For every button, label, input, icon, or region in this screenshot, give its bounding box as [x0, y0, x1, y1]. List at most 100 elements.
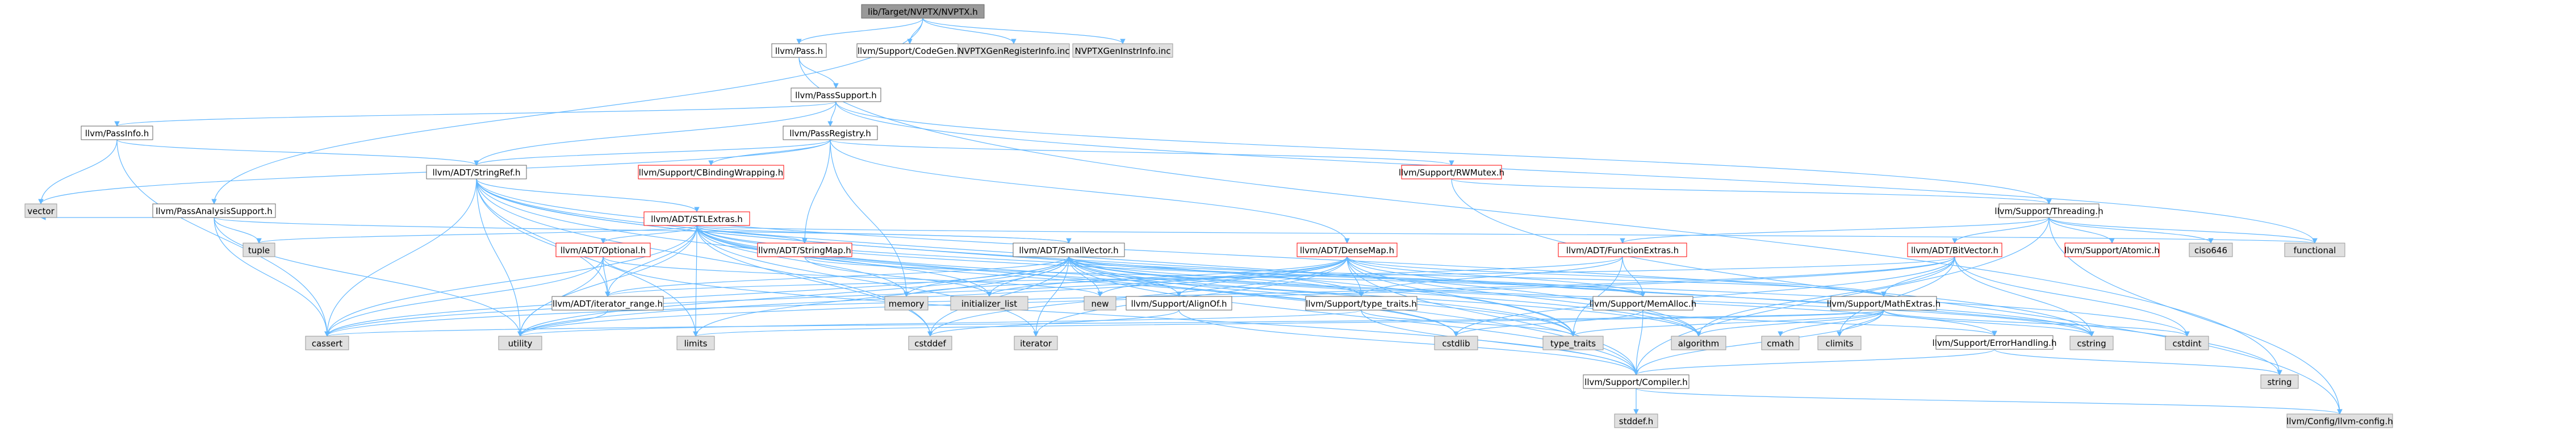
node-llvm-adt-smallvector-h[interactable]: llvm/ADT/SmallVector.h	[1013, 243, 1125, 257]
node-label: llvm/ADT/DenseMap.h	[1300, 245, 1394, 256]
edge-stlextras-to-typetraits_h	[696, 225, 1364, 297]
node-llvm-support-cbindingwrapping-h[interactable]: llvm/Support/CBindingWrapping.h	[638, 165, 784, 179]
edge-smallvector-to-mathextras	[1068, 256, 1887, 297]
edge-mathextras-to-type_traits	[1570, 310, 1884, 337]
edge-stringref-to-cassert	[324, 178, 477, 337]
node-iterator[interactable]: iterator	[1014, 336, 1058, 350]
edge-stlextras-to-initlist	[696, 225, 992, 297]
node-label: stddef.h	[1619, 416, 1653, 427]
node-label: llvm/Support/MathExtras.h	[1827, 299, 1941, 309]
node-box	[1998, 203, 2100, 218]
node-cassert[interactable]: cassert	[305, 336, 349, 350]
node-box	[1297, 243, 1398, 257]
edge-densemap-to-type_traits	[1346, 256, 1576, 337]
node-label: cstddef	[914, 338, 946, 349]
edge-stlextras-to-functional	[696, 225, 2317, 244]
node-label: new	[1091, 299, 1109, 309]
node-tuple[interactable]: tuple	[242, 243, 275, 257]
edge-passsupport-to-threading	[835, 101, 2052, 204]
node-label: llvm/ADT/BitVector.h	[1911, 245, 1998, 256]
node-label: llvm/Support/type_traits.h	[1306, 299, 1417, 310]
node-llvm-pass-h[interactable]: llvm/Pass.h	[771, 43, 827, 58]
node-label: llvm/ADT/SmallVector.h	[1019, 245, 1118, 256]
node-ciso646[interactable]: ciso646	[2189, 243, 2233, 257]
node-llvm-adt-stringmap-h[interactable]: llvm/ADT/StringMap.h	[757, 243, 852, 257]
node-label: initializer_list	[961, 299, 1017, 310]
node-box	[1817, 336, 1862, 350]
edge-passregistry-to-rwmutex	[830, 139, 1454, 166]
node-new[interactable]: new	[1084, 296, 1116, 311]
node-llvm-adt-stringref-h[interactable]: llvm/ADT/StringRef.h	[426, 165, 527, 179]
edge-typetraits_h-to-type_traits	[1361, 310, 1576, 337]
edge-smallvector-to-utility	[517, 256, 1069, 337]
node-llvm-adt-stlextras-h[interactable]: llvm/ADT/STLExtras.h	[643, 211, 750, 226]
node-cstdint[interactable]: cstdint	[2165, 336, 2209, 350]
edge-pass-to-string	[798, 57, 2282, 375]
edge-passinfo-to-cassert	[116, 139, 330, 337]
node-initializer-list[interactable]: initializer_list	[950, 296, 1028, 311]
node-limits[interactable]: limits	[676, 336, 715, 350]
node-llvm-passinfo-h[interactable]: llvm/PassInfo.h	[81, 126, 153, 140]
node-llvm-passregistry-h[interactable]: llvm/PassRegistry.h	[783, 126, 878, 140]
node-cstddef[interactable]: cstddef	[908, 336, 952, 350]
node-llvm-support-errorhandling-h[interactable]: llvm/Support/ErrorHandling.h	[1933, 335, 2057, 350]
node-vector[interactable]: vector	[24, 203, 57, 218]
node-cmath[interactable]: cmath	[1761, 336, 1800, 350]
node-llvm-support-type-traits-h[interactable]: llvm/Support/type_traits.h	[1305, 296, 1417, 311]
edge-memalloc-to-cstdlib	[1453, 310, 1644, 337]
node-type-traits[interactable]: type_traits	[1542, 336, 1604, 350]
node-label: llvm/Config/llvm-config.h	[2286, 416, 2393, 427]
node-llvm-adt-optional-h[interactable]: llvm/ADT/Optional.h	[555, 243, 651, 257]
edge-passanalysis-to-utility	[214, 217, 523, 337]
node-llvm-adt-bitvector-h[interactable]: llvm/ADT/BitVector.h	[1907, 243, 2002, 257]
node-box	[908, 336, 952, 350]
edge-stlextras-to-cassert	[324, 225, 697, 337]
edge-threading-to-funcextras	[1620, 217, 2050, 244]
node-llvm-support-alignof-h[interactable]: llvm/Support/AlignOf.h	[1126, 296, 1232, 311]
edge-stlextras-to-algorithm	[696, 225, 1701, 337]
node-llvm-config-llvm-config-h[interactable]: llvm/Config/llvm-config.h	[2286, 413, 2393, 428]
edge-densemap-to-utility	[517, 256, 1348, 337]
node-llvm-support-mathextras-h[interactable]: llvm/Support/MathExtras.h	[1827, 296, 1941, 311]
node-llvm-support-memalloc-h[interactable]: llvm/Support/MemAlloc.h	[1590, 296, 1696, 311]
edge-root-to-nvinstr	[922, 18, 1126, 44]
node-llvm-support-rwmutex-h[interactable]: llvm/Support/RWMutex.h	[1399, 165, 1504, 179]
edge-passanalysis-to-cassert	[214, 217, 330, 337]
node-stddef-h[interactable]: stddef.h	[1614, 413, 1658, 428]
node-llvm-adt-functionextras-h[interactable]: llvm/ADT/FunctionExtras.h	[1558, 243, 1687, 257]
node-llvm-adt-densemap-h[interactable]: llvm/ADT/DenseMap.h	[1297, 243, 1398, 257]
node-box	[2189, 243, 2233, 257]
node-llvm-support-atomic-h[interactable]: llvm/Support/Atomic.h	[2064, 243, 2160, 257]
node-box	[771, 43, 827, 58]
node-llvm-passanalysissupport-h[interactable]: llvm/PassAnalysisSupport.h	[152, 203, 276, 218]
node-label: type_traits	[1550, 338, 1596, 349]
node-lib-target-nvptx-nvptx-h[interactable]: lib/Target/NVPTX/NVPTX.h	[861, 4, 985, 19]
node-llvm-adt-iterator-range-h[interactable]: llvm/ADT/iterator_range.h	[551, 296, 664, 311]
edge-stlextras-to-cstddef	[696, 225, 933, 337]
node-functional[interactable]: functional	[2284, 243, 2345, 257]
node-label: llvm/ADT/FunctionExtras.h	[1566, 245, 1679, 256]
edge-densemap-to-mathextras	[1346, 256, 1887, 297]
edge-stlextras-to-stringmap	[696, 225, 808, 244]
edge-passsupport-to-stringref	[474, 101, 837, 166]
edge-stlextras-to-cstdlib	[696, 225, 1459, 337]
node-cstdlib[interactable]: cstdlib	[1434, 336, 1478, 350]
node-box	[1305, 296, 1417, 311]
node-climits[interactable]: climits	[1817, 336, 1862, 350]
node-utility[interactable]: utility	[498, 336, 542, 350]
edge-pass-to-passsupport	[798, 57, 839, 89]
node-llvm-passsupport-h[interactable]: llvm/PassSupport.h	[791, 87, 881, 102]
node-nvptxgenregisterinfo-inc[interactable]: NVPTXGenRegisterInfo.inc	[957, 43, 1070, 58]
node-string[interactable]: string	[2260, 374, 2299, 389]
edge-smallvector-to-new	[1068, 256, 1103, 297]
node-nvptxgeninstrinfo-inc[interactable]: NVPTXGenInstrInfo.inc	[1072, 43, 1173, 58]
node-cstring[interactable]: cstring	[2069, 336, 2114, 350]
node-llvm-support-threading-h[interactable]: llvm/Support/Threading.h	[1994, 203, 2104, 218]
node-memory[interactable]: memory	[884, 296, 929, 311]
node-label: llvm/PassSupport.h	[795, 90, 877, 101]
edge-stringref-to-cstring	[476, 178, 2094, 337]
node-llvm-support-compiler-h[interactable]: llvm/Support/Compiler.h	[1583, 374, 1690, 389]
node-algorithm[interactable]: algorithm	[1671, 336, 1726, 350]
node-llvm-support-codegen-h[interactable]: llvm/Support/CodeGen.h	[856, 43, 963, 58]
edge-optional-to-cassert	[324, 256, 604, 337]
